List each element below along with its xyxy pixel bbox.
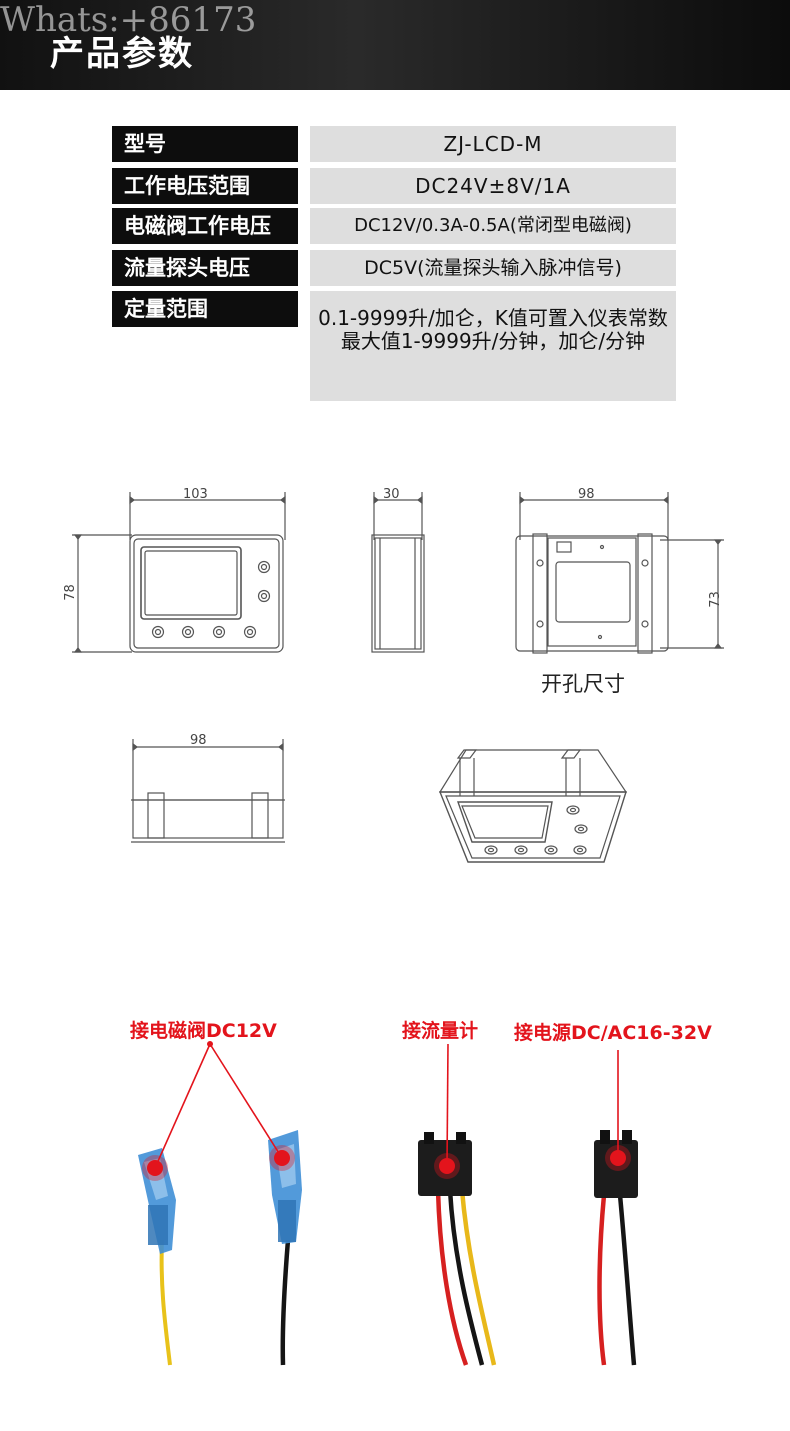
dimension-drawings — [72, 492, 724, 863]
spec-value-range: 0.1-9999升/加仑，K值可置入仪表常数最大值1-9999升/分钟，加仑/分… — [310, 291, 676, 401]
bottom-width-label: 98 — [190, 733, 207, 748]
bottom-view-drawing — [131, 739, 285, 843]
front-view-drawing — [72, 492, 286, 653]
spec-label-voltage: 工作电压范围 — [112, 168, 298, 204]
spec-value-model: ZJ-LCD-M — [310, 126, 676, 162]
side-view-drawing — [371, 492, 425, 653]
page-header: Whats:+86173 产品参数 — [0, 0, 790, 90]
callout-lines — [154, 1043, 619, 1169]
contact-watermark: Whats:+86173 — [0, 0, 257, 40]
spec-label-probe: 流量探头电压 — [112, 250, 298, 286]
spec-label-range: 定量范围 — [112, 291, 298, 327]
front-width-label: 103 — [183, 487, 208, 502]
flowmeter-callout-label: 接流量计 — [402, 1020, 479, 1042]
cutout-size-label: 开孔尺寸 — [541, 672, 625, 696]
perspective-view-drawing — [438, 749, 628, 863]
spec-label-model: 型号 — [112, 126, 298, 162]
back-view-drawing — [515, 492, 724, 654]
power-callout-label: 接电源DC/AC16-32V — [514, 1022, 712, 1044]
power-connector — [594, 1130, 638, 1366]
spec-label-solenoid: 电磁阀工作电压 — [112, 208, 298, 244]
spec-value-voltage: DC24V±8V/1A — [310, 168, 676, 204]
spec-value-solenoid: DC12V/0.3A-0.5A(常闭型电磁阀) — [310, 208, 676, 244]
side-depth-label: 30 — [383, 487, 400, 502]
back-width-label: 98 — [578, 487, 595, 502]
callout-markers — [142, 1041, 631, 1181]
solenoid-callout-label: 接电磁阀DC12V — [130, 1020, 277, 1042]
page-title: 产品参数 — [50, 34, 194, 74]
spec-value-probe: DC5V(流量探头输入脉冲信号) — [310, 250, 676, 286]
